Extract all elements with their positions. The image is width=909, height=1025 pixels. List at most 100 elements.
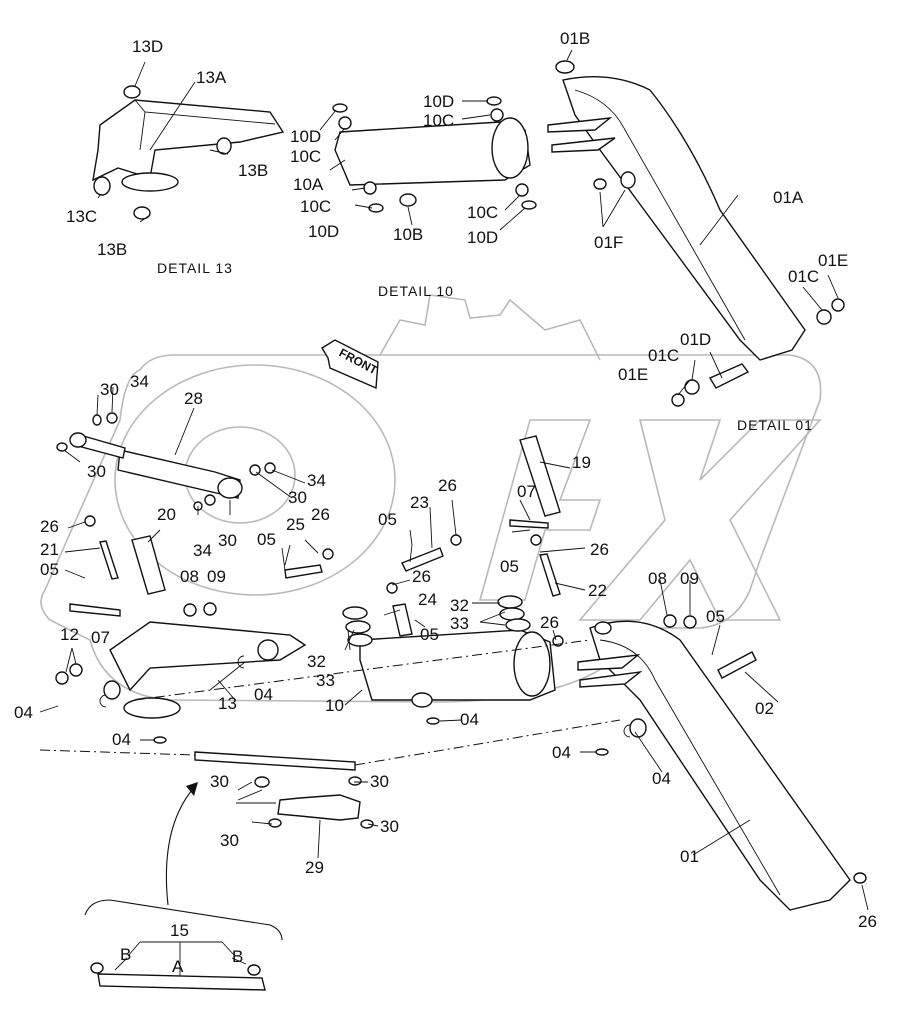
front-direction-marker: FRONT (321, 339, 380, 390)
callout: 04 (14, 703, 33, 722)
callout: 26 (412, 567, 431, 586)
callout: 26 (540, 613, 559, 632)
callouts-detail-01: 01B 01A 01F 01C 01E 01D 01C 01E (560, 29, 848, 384)
detail-01-title: DETAIL 01 (737, 417, 813, 433)
callout: B (232, 947, 243, 966)
callout: 30 (288, 488, 307, 507)
callout: 05 (40, 560, 59, 579)
callout: 10D (423, 92, 454, 111)
callout: 01E (618, 365, 648, 384)
callout: 05 (378, 510, 397, 529)
callout: 30 (220, 831, 239, 850)
callout: 10C (290, 147, 321, 166)
callout: 33 (450, 614, 469, 633)
callout: 23 (410, 493, 429, 512)
callout: 04 (112, 730, 131, 749)
callout: 34 (193, 541, 212, 560)
main-assembly-drawing (39, 412, 867, 911)
callout: 34 (307, 471, 326, 490)
callout: 05 (500, 557, 519, 576)
callout: 01C (788, 267, 819, 286)
callout: 30 (87, 462, 106, 481)
callout: 13D (132, 37, 163, 56)
callout: 25 (286, 515, 305, 534)
callout: 12 (60, 625, 79, 644)
callout: 01E (818, 251, 848, 270)
detail-13-drawing (92, 85, 285, 220)
inset-part-15 (84, 782, 283, 991)
callout: 01 (680, 847, 699, 866)
callout: 08 (648, 569, 667, 588)
callout: 33 (316, 671, 335, 690)
callout: 21 (40, 540, 59, 559)
detail-13-title: DETAIL 13 (157, 260, 233, 276)
callout: 08 (180, 567, 199, 586)
callout: 13A (196, 68, 227, 87)
detail-10-title: DETAIL 10 (378, 283, 454, 299)
callout: 01F (594, 233, 623, 252)
detail-titles: DETAIL 13 DETAIL 10 DETAIL 01 (157, 260, 813, 433)
callout: 07 (517, 482, 536, 501)
callouts-main: 30 34 28 30 34 30 34 30 26 20 21 05 25 2… (14, 372, 877, 931)
callout: 04 (254, 685, 273, 704)
callout: 30 (370, 772, 389, 791)
callout: 24 (418, 590, 437, 609)
callout: 13B (238, 161, 268, 180)
leader-lines (39, 49, 869, 971)
callout: 13B (97, 240, 127, 259)
callout: 05 (420, 625, 439, 644)
callout: 30 (210, 772, 229, 791)
callout: 10D (467, 228, 498, 247)
callout: 29 (305, 858, 324, 877)
callout: 01D (680, 330, 711, 349)
callouts-detail-10: 10D 10C 10D 10C 10A 10C 10D 10B 10C 10D (290, 92, 498, 247)
callout: 32 (450, 596, 469, 615)
callout: 26 (858, 912, 877, 931)
callout: 28 (184, 389, 203, 408)
callouts-detail-13: 13D 13A 13B 13C 13B (66, 37, 268, 259)
callout: 26 (40, 517, 59, 536)
callout: 10D (290, 127, 321, 146)
callout: 15 (170, 921, 189, 940)
callout: 05 (706, 607, 725, 626)
callout: 02 (755, 699, 774, 718)
callout: B (120, 945, 131, 964)
callout: 20 (157, 505, 176, 524)
detail-10-drawing (332, 96, 537, 213)
callout: 22 (588, 581, 607, 600)
callout: 19 (572, 453, 591, 472)
callout: 13C (66, 207, 97, 226)
callout: 30 (218, 531, 237, 550)
callout: 26 (590, 540, 609, 559)
callout: 30 (380, 817, 399, 836)
callout: 10B (393, 225, 423, 244)
callout: 10D (308, 222, 339, 241)
callout: 07 (91, 628, 110, 647)
callout: 05 (257, 530, 276, 549)
callout: 26 (438, 476, 457, 495)
callout: 34 (130, 372, 149, 391)
callouts-inset-15: 15 B A B (120, 921, 243, 976)
callout: 04 (652, 769, 671, 788)
detail-01-drawing (547, 60, 845, 407)
callout: 01A (773, 188, 804, 207)
callout: 09 (207, 567, 226, 586)
callout: 10C (423, 111, 454, 130)
callout: 13 (218, 694, 237, 713)
watermark-opex (40, 294, 822, 703)
callout: 30 (100, 380, 119, 399)
callout: 10A (293, 175, 324, 194)
callout: 04 (552, 743, 571, 762)
callout: 01B (560, 29, 590, 48)
callout: 10C (467, 203, 498, 222)
callout: 26 (311, 505, 330, 524)
callout: 04 (460, 710, 479, 729)
callout: 09 (680, 569, 699, 588)
callout: 10C (300, 197, 331, 216)
callout: 10 (325, 696, 344, 715)
callout: A (172, 957, 184, 976)
callout: 32 (307, 652, 326, 671)
callout: 01C (648, 346, 679, 365)
